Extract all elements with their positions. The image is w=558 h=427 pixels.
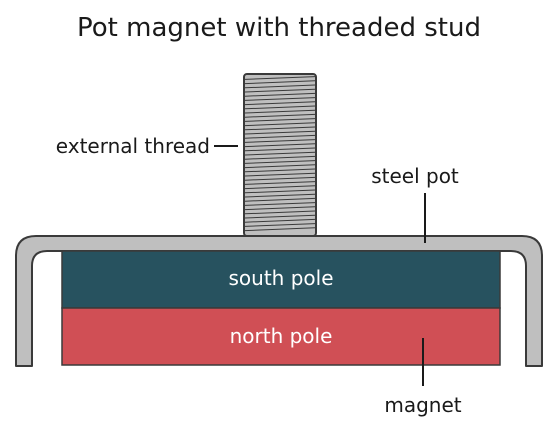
thread-ridge (244, 151, 316, 156)
thread-ridge (244, 126, 316, 131)
thread-ridge (244, 143, 316, 148)
thread-ridge (244, 168, 316, 173)
thread-ridge (244, 118, 316, 122)
thread-ridge (244, 122, 316, 127)
thread-ridge (244, 76, 316, 80)
thread-ridge (244, 227, 316, 232)
thread-ridge (244, 206, 316, 211)
thread-ridge (244, 185, 316, 190)
thread-ridge (244, 210, 316, 215)
thread-ridge (244, 97, 316, 101)
thread-ridge (244, 172, 316, 177)
threaded-stud (243, 73, 317, 237)
thread-ridge (244, 92, 316, 97)
steel-pot (15, 235, 543, 367)
thread-ridge (244, 223, 316, 227)
thread-ridge (244, 214, 316, 219)
thread-ridge (244, 139, 316, 143)
thread-ridge (244, 181, 316, 185)
thread-ridge (244, 88, 316, 93)
thread-ridge (244, 160, 316, 164)
thread-ridge (244, 80, 316, 85)
thread-ridge (244, 164, 316, 169)
north-pole-label: north pole (230, 324, 333, 348)
external-thread-label: external thread (56, 134, 210, 158)
steel-pot-label: steel pot (371, 164, 459, 188)
thread-ridge (244, 197, 316, 202)
thread-lines (244, 76, 316, 232)
thread-ridge (244, 130, 316, 135)
thread-ridge (244, 134, 316, 139)
diagram-title: Pot magnet with threaded stud (77, 13, 481, 43)
thread-ridge (244, 113, 316, 118)
thread-ridge (244, 101, 316, 106)
north-pole-block (61, 307, 501, 366)
magnet-label: magnet (384, 393, 461, 417)
thread-ridge (244, 176, 316, 181)
thread-ridge (244, 218, 316, 223)
thread-ridge (244, 84, 316, 89)
thread-ridge (244, 105, 316, 110)
thread-ridge (244, 193, 316, 198)
south-pole-label: south pole (229, 266, 334, 290)
thread-ridge (244, 202, 316, 206)
thread-ridge (244, 155, 316, 160)
thread-ridge (244, 109, 316, 114)
thread-ridge (244, 189, 316, 194)
thread-ridge (244, 147, 316, 152)
